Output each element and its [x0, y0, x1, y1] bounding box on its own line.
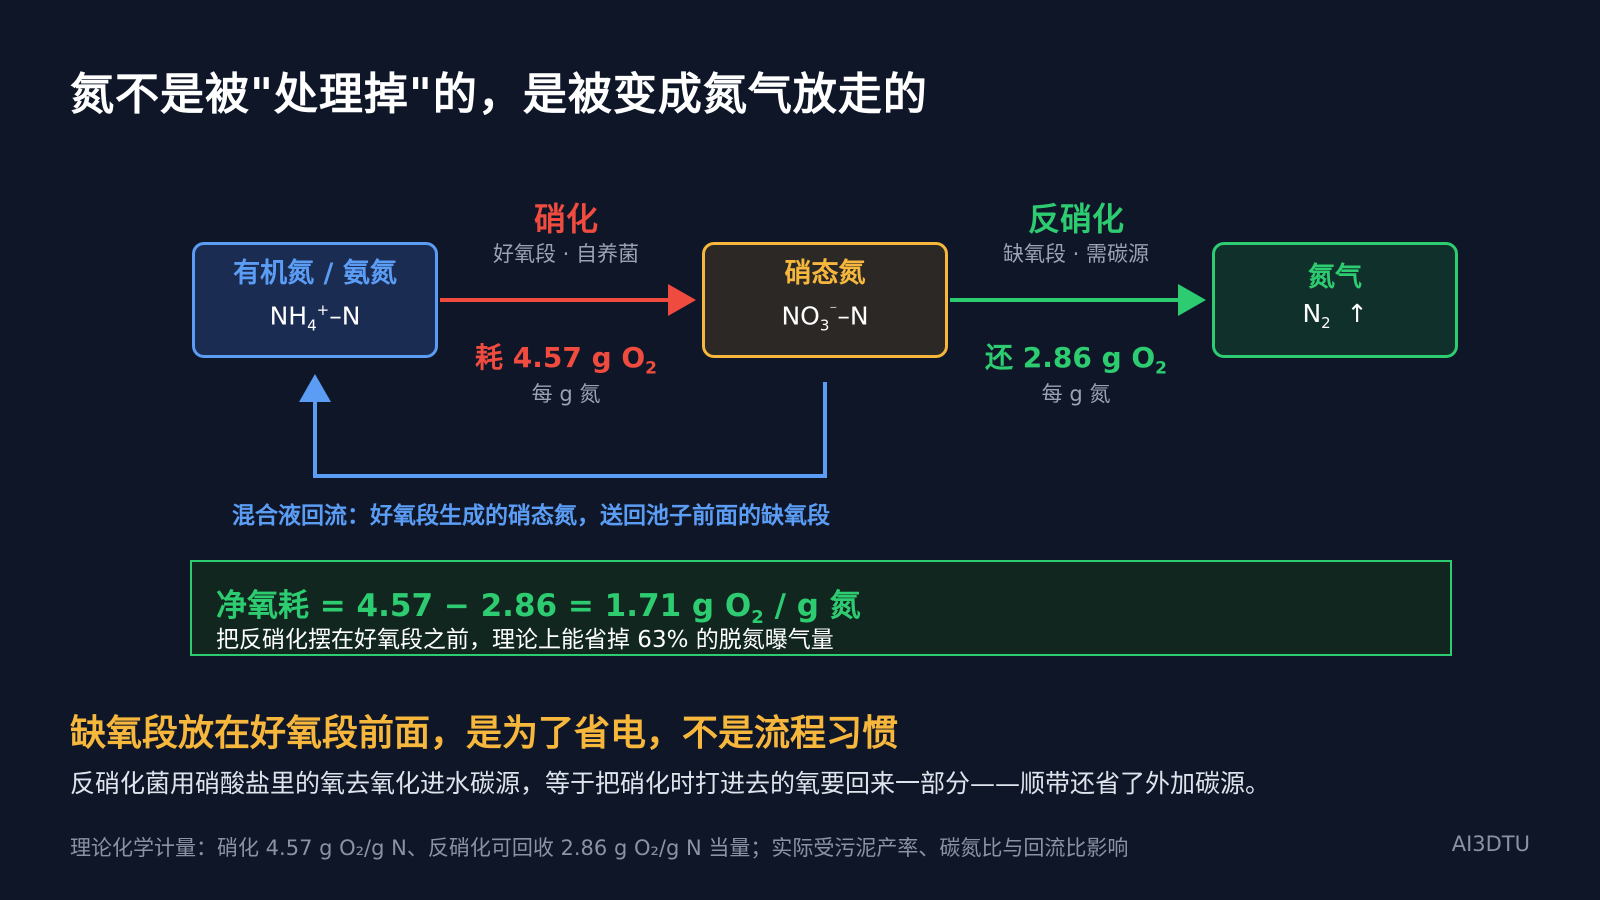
node-ammonia-name: 有机氮 / 氨氮: [233, 258, 397, 290]
denitrification-title: 反硝化: [1027, 200, 1124, 238]
node-nitrate-name: 硝态氮: [784, 258, 866, 290]
node-nitrogen-gas-formula: N2 ↑: [1302, 298, 1368, 332]
nitrification-subtitle: 好氧段 · 自养菌: [492, 242, 640, 266]
recycle-label: 混合液回流：好氧段生成的硝态氮，送回池子前面的缺氧段: [232, 503, 830, 529]
denitrification-unit: 每 g 氮: [1041, 382, 1111, 406]
denitrification-oxygen-return: 还 2.86 g O2: [984, 341, 1168, 379]
node-nitrate: 硝态氮 NO3⁻–N: [702, 242, 948, 358]
watermark: AI3DTU: [1451, 832, 1530, 856]
denitrification-subtitle: 缺氧段 · 需碳源: [1002, 242, 1150, 266]
node-nitrogen-gas: 氮气 N2 ↑: [1212, 242, 1458, 358]
nitrification-title: 硝化: [533, 200, 598, 238]
net-oxygen-formula: 净氧耗 = 4.57 − 2.86 = 1.71 g O2 / g 氮: [216, 588, 861, 629]
node-nitrate-formula: NO3⁻–N: [781, 301, 869, 335]
footnote: 理论化学计量：硝化 4.57 g O₂/g N、反硝化可回收 2.86 g O₂…: [70, 836, 1129, 860]
node-nitrogen-gas-name: 氮气: [1308, 261, 1362, 293]
net-oxygen-note: 把反硝化摆在好氧段之前，理论上能省掉 63% 的脱氮曝气量: [216, 627, 834, 653]
page-title: 氮不是被"处理掉"的，是被变成氮气放走的: [70, 69, 928, 120]
nitrification-unit: 每 g 氮: [531, 382, 601, 406]
node-ammonia: 有机氮 / 氨氮 NH4+–N: [192, 242, 438, 358]
net-oxygen-box: 净氧耗 = 4.57 − 2.86 = 1.71 g O2 / g 氮 把反硝化…: [190, 560, 1452, 656]
nitrification-oxygen-cost: 耗 4.57 g O2: [474, 341, 658, 379]
node-ammonia-formula: NH4+–N: [269, 301, 361, 335]
recycle-arrow: [299, 374, 827, 478]
bottom-headline: 缺氧段放在好氧段前面，是为了省电，不是流程习惯: [70, 713, 899, 754]
bottom-description: 反硝化菌用硝酸盐里的氧去氧化进水碳源，等于把硝化时打进去的氧要回来一部分——顺带…: [70, 769, 1271, 798]
